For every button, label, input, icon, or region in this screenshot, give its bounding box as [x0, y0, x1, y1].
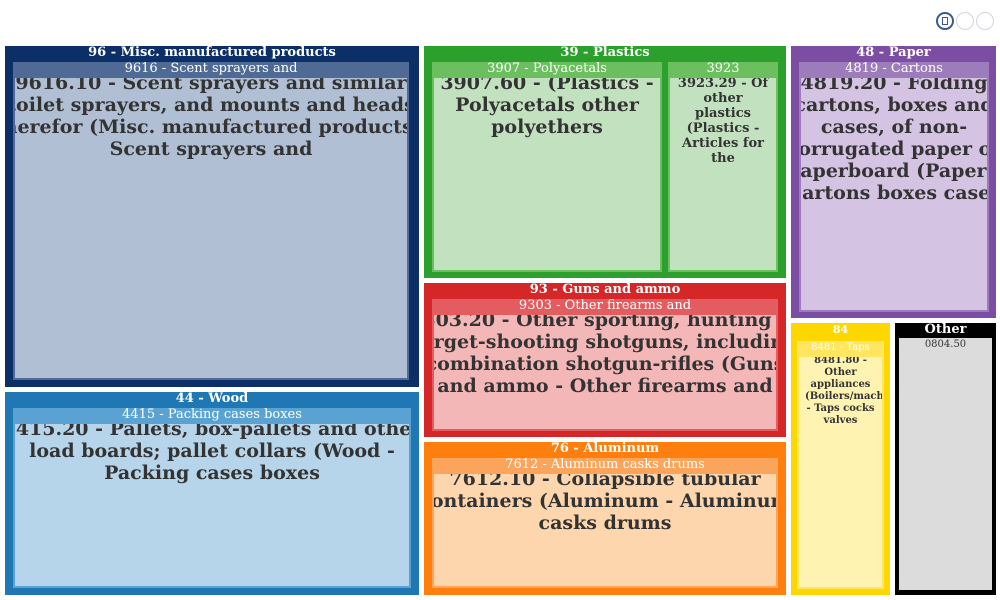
treemap-subgroup-tile[interactable]: 4415 - Packing cases boxes 4415.20 - Pall…: [13, 408, 411, 588]
treemap-subgroup-label: 9303 - Other firearms and: [518, 299, 692, 313]
treemap-group-tile[interactable]: 76 - Aluminum 7612 - Aluminum casks drums…: [424, 442, 786, 595]
treemap-product-label: 8481.80 - Other appliances (Boilers/mach…: [805, 357, 882, 426]
treemap-product-label: 7612.10 - Collapsible tubular containers…: [434, 474, 776, 534]
treemap-subgroup-tile[interactable]: 8481 - Taps 8481.80 - Other appliances (B…: [797, 341, 884, 589]
treemap-subgroup-tile[interactable]: 7612 - Aluminum casks drums 7612.10 - Col…: [432, 458, 778, 588]
treemap-subgroup-label: 9616 - Scent sprayers and: [124, 62, 298, 76]
treemap-group-tile[interactable]: 96 - Misc. manufactured products 9616 - S…: [5, 46, 419, 387]
circle-icon[interactable]: [976, 12, 994, 30]
treemap-group-label: Other: [924, 323, 967, 337]
treemap-product-tile[interactable]: 3923.29 - Of other plastics (Plastics - …: [670, 78, 776, 270]
treemap-product-tile[interactable]: 4415.20 - Pallets, box-pallets and other…: [15, 424, 409, 586]
treemap-product-label: 3923.29 - Of other plastics (Plastics - …: [677, 78, 769, 166]
circle-icon[interactable]: [956, 12, 974, 30]
treemap-subgroup-label: 8481 - Taps: [811, 342, 870, 353]
treemap-product-label: 4819.20 - Folding cartons, boxes and cas…: [801, 78, 987, 204]
treemap-group-tile[interactable]: 39 - Plastics 3907 - Polyacetals 3907.60 -…: [424, 46, 786, 278]
treemap-subgroup-label: 3923: [706, 62, 740, 76]
treemap-subgroup-tile[interactable]: 3923 3923.29 - Of other plastics (Plastic…: [668, 62, 778, 272]
treemap-group-label: 96 - Misc. manufactured products: [88, 46, 336, 60]
treemap-subgroup-label: 3907 - Polyacetals: [487, 62, 607, 76]
treemap-product-label: 9616.10 - Scent sprayers and similar toi…: [15, 78, 407, 160]
treemap-group-label: 76 - Aluminum: [550, 442, 660, 456]
treemap-subgroup-tile[interactable]: 3907 - Polyacetals 3907.60 - (Plastics - …: [432, 62, 662, 272]
treemap-product-label: 3907.60 - (Plastics - Polyacetals other …: [440, 78, 654, 138]
treemap-product-tile[interactable]: 3907.60 - (Plastics - Polyacetals other …: [434, 78, 660, 270]
document-icon-glyph: [942, 17, 948, 25]
treemap-group-label: 84: [832, 323, 849, 336]
treemap-subgroup-tile[interactable]: 9303 - Other firearms and 9303.20 - Other…: [432, 299, 778, 431]
treemap-product-tile[interactable]: 7612.10 - Collapsible tubular containers…: [434, 474, 776, 586]
treemap-subgroup-label: 4415 - Packing cases boxes: [122, 408, 302, 422]
treemap-group-tile[interactable]: 48 - Paper 4819 - Cartons 4819.20 - Foldin…: [791, 46, 996, 318]
treemap-product-label: 9303.20 - Other sporting, hunting or tar…: [434, 315, 776, 397]
treemap-group-label: 44 - Wood: [175, 392, 249, 406]
document-icon[interactable]: [936, 12, 954, 30]
treemap-subgroup-tile[interactable]: 9616 - Scent sprayers and 9616.10 - Scent…: [13, 62, 409, 380]
treemap-group-tile[interactable]: 93 - Guns and ammo 9303 - Other firearms …: [424, 283, 786, 437]
treemap-subgroup-label: 7612 - Aluminum casks drums: [505, 458, 705, 472]
treemap-group-label: 39 - Plastics: [560, 46, 650, 60]
treemap-subgroup-label: 4819 - Cartons: [845, 62, 943, 76]
treemap-product-tile[interactable]: 8481.80 - Other appliances (Boilers/mach…: [799, 357, 882, 587]
treemap-product-tile[interactable]: 9303.20 - Other sporting, hunting or tar…: [434, 315, 776, 429]
treemap-group-label: 48 - Paper: [856, 46, 931, 60]
treemap-product-tile[interactable]: [899, 338, 992, 590]
treemap-subgroup-tile[interactable]: 4819 - Cartons 4819.20 - Folding cartons,…: [799, 62, 989, 312]
treemap-subgroup-tile[interactable]: 0804.50: [899, 338, 992, 590]
treemap-group-label: 93 - Guns and ammo: [529, 283, 681, 297]
treemap-product-label: 4415.20 - Pallets, box-pallets and other…: [15, 424, 409, 484]
treemap-group-tile[interactable]: Other 0804.50: [895, 323, 996, 595]
chart-toolbar: [936, 12, 994, 30]
treemap-group-tile[interactable]: 84 8481 - Taps 8481.80 - Other appliances …: [791, 323, 890, 595]
treemap-group-tile[interactable]: 44 - Wood 4415 - Packing cases boxes 4415.…: [5, 392, 419, 595]
treemap-subgroup-label: 0804.50: [924, 339, 967, 350]
treemap-product-tile[interactable]: 9616.10 - Scent sprayers and similar toi…: [15, 78, 407, 378]
treemap-product-tile[interactable]: 4819.20 - Folding cartons, boxes and cas…: [801, 78, 987, 310]
